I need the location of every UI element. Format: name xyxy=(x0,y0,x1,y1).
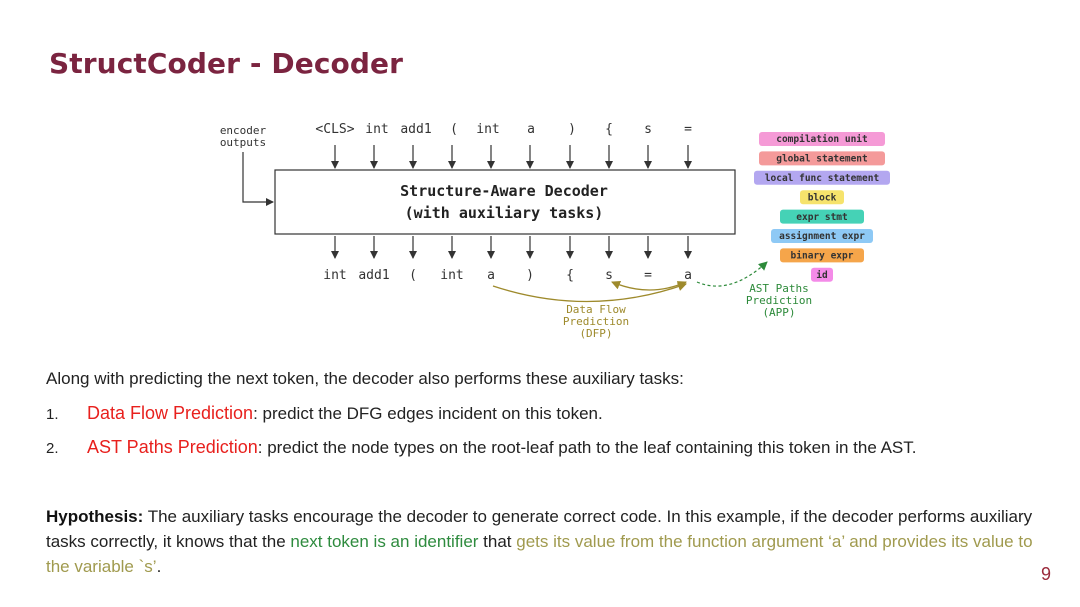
output-token: a xyxy=(684,268,692,283)
hypothesis-label: Hypothesis: xyxy=(46,507,144,526)
ast-node-label: binary expr xyxy=(791,251,854,262)
input-token: int xyxy=(476,122,499,137)
ast-node: compilation unit xyxy=(759,132,885,146)
intro-text: Along with predicting the next token, th… xyxy=(46,369,684,388)
output-token: int xyxy=(323,268,346,283)
ast-node-box xyxy=(771,229,873,243)
input-token: int xyxy=(365,122,388,137)
ast-node-box xyxy=(780,209,864,224)
output-token: { xyxy=(566,268,574,283)
input-token: <CLS> xyxy=(315,122,354,137)
ast-node-box xyxy=(759,151,885,166)
slide-title: StructCoder - Decoder xyxy=(49,47,404,80)
input-token: { xyxy=(605,122,613,137)
ast-node-box xyxy=(811,267,833,282)
hypothesis-highlight-dataflow: gets its value from the function argumen… xyxy=(46,532,1033,576)
task-number: 1. xyxy=(46,406,59,423)
input-token: add1 xyxy=(400,122,431,137)
app-label-line2: Prediction xyxy=(746,294,812,307)
encoder-arrow xyxy=(242,152,274,206)
page-number: 9 xyxy=(1041,564,1052,584)
dfp-arrow-a-to-a xyxy=(492,282,687,303)
hypothesis-text-end: . xyxy=(156,557,162,576)
task-item-app: 2. AST Paths Prediction: predict the node… xyxy=(46,437,916,458)
ast-node: block xyxy=(800,190,844,205)
ast-node: global statement xyxy=(759,151,885,166)
ast-node: local func statement xyxy=(754,170,890,185)
task-item-dfp: 1. Data Flow Prediction: predict the DFG … xyxy=(46,403,603,424)
output-token: s xyxy=(605,268,613,283)
dfp-label-line3: (DFP) xyxy=(579,327,612,340)
ast-node: binary expr xyxy=(780,248,864,263)
decoder-box-title: Structure-Aware Decoder xyxy=(400,182,608,200)
dfp-label-line1: Data Flow xyxy=(566,303,626,316)
ast-node-box xyxy=(780,248,864,263)
hypothesis-paragraph: Hypothesis: The auxiliary tasks encourag… xyxy=(46,504,1036,579)
ast-node-label: global statement xyxy=(776,154,868,165)
dfp-arrow-s-to-a xyxy=(611,280,687,291)
ast-node-box xyxy=(754,170,890,185)
hypothesis-text: The auxiliary tasks encourage the decode… xyxy=(46,507,1033,551)
ast-node-label: block xyxy=(808,192,837,203)
ast-node: id xyxy=(811,267,833,282)
input-token: s xyxy=(644,122,652,137)
dfp-label-line2: Prediction xyxy=(563,315,629,328)
output-token: add1 xyxy=(358,268,389,283)
ast-node-box xyxy=(800,190,844,205)
hypothesis-text-connector: that xyxy=(478,532,517,551)
ast-node-label: id xyxy=(816,270,828,281)
input-token: a xyxy=(527,122,535,137)
decoder-box xyxy=(274,169,736,235)
ast-node-label: compilation unit xyxy=(776,134,868,145)
app-arrow xyxy=(696,261,768,287)
ast-node: expr stmt xyxy=(780,209,864,224)
task-description: : predict the node types on the root-lea… xyxy=(257,438,917,457)
decoder-diagram: encoder outputs Structure-Aware Decoder … xyxy=(220,122,890,340)
output-token: ( xyxy=(409,268,417,283)
app-label-line1: AST Paths xyxy=(749,282,809,295)
decoder-box-subtitle: (with auxiliary tasks) xyxy=(405,204,604,222)
input-token: ( xyxy=(450,122,458,137)
hypothesis-highlight-identifier: next token is an identifier xyxy=(290,532,479,551)
ast-node: assignment expr xyxy=(771,229,873,243)
output-token: a xyxy=(487,268,495,283)
encoder-label-line2: outputs xyxy=(220,136,266,149)
ast-node-label: assignment expr xyxy=(779,231,865,242)
output-token: ) xyxy=(526,268,534,283)
ast-node-box xyxy=(759,132,885,146)
app-label-line3: (APP) xyxy=(762,306,795,319)
input-token: = xyxy=(684,122,692,137)
encoder-label-line1: encoder xyxy=(220,124,267,137)
task-name: Data Flow Prediction xyxy=(87,403,254,423)
ast-node-label: expr stmt xyxy=(796,212,847,223)
task-description: : predict the DFG edges incident on this… xyxy=(253,404,603,423)
output-token: int xyxy=(440,268,463,283)
output-token: = xyxy=(644,268,652,283)
task-name: AST Paths Prediction xyxy=(87,437,258,457)
ast-node-label: local func statement xyxy=(765,173,879,184)
input-token: ) xyxy=(568,122,576,137)
task-number: 2. xyxy=(46,440,59,457)
